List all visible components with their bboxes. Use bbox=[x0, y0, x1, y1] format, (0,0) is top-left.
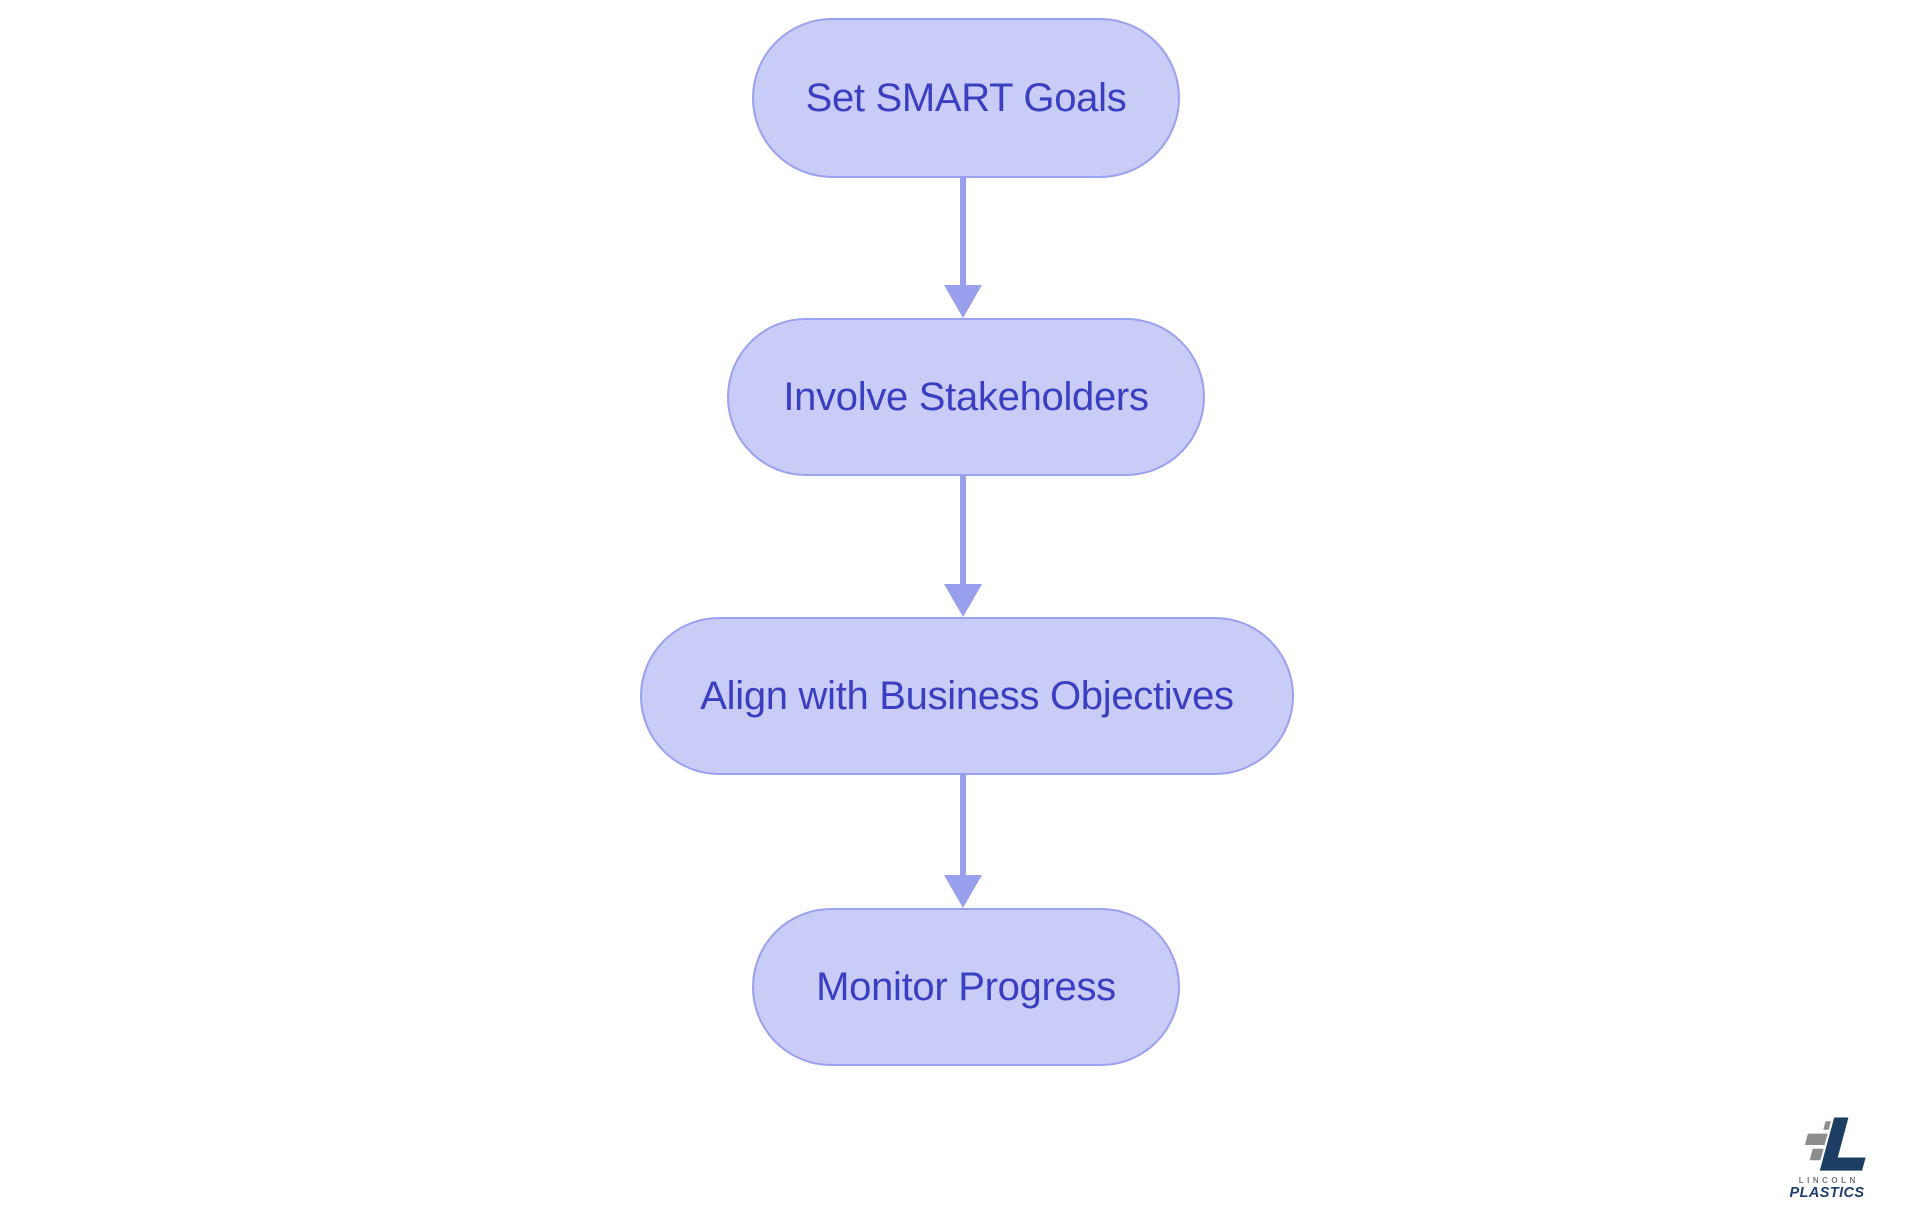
lincoln-plastics-logo: LINCOLN PLASTICS bbox=[1782, 1115, 1872, 1201]
flow-node-involve-stakeholders: Involve Stakeholders bbox=[727, 318, 1205, 476]
flow-node-label: Set SMART Goals bbox=[805, 75, 1127, 120]
flow-node-label: Involve Stakeholders bbox=[783, 374, 1149, 419]
arrow-head-icon bbox=[944, 875, 982, 908]
flow-node-align-with-business-objectives: Align with Business Objectives bbox=[640, 617, 1294, 775]
arrow-head-icon bbox=[944, 285, 982, 318]
arrow-head-icon bbox=[944, 584, 982, 617]
logo-brand-sub: PLASTICS bbox=[1789, 1185, 1865, 1201]
flow-node-set-smart-goals: Set SMART Goals bbox=[752, 18, 1180, 178]
arrow-stem bbox=[960, 178, 966, 288]
flow-node-label: Align with Business Objectives bbox=[700, 673, 1234, 718]
arrow-stem bbox=[960, 476, 966, 586]
arrow-stem bbox=[960, 775, 966, 877]
flow-node-label: Monitor Progress bbox=[816, 964, 1116, 1009]
lincoln-plastics-logo-icon bbox=[1804, 1115, 1867, 1173]
flow-node-monitor-progress: Monitor Progress bbox=[752, 908, 1180, 1066]
logo-brand-name: LINCOLN bbox=[1798, 1176, 1859, 1185]
